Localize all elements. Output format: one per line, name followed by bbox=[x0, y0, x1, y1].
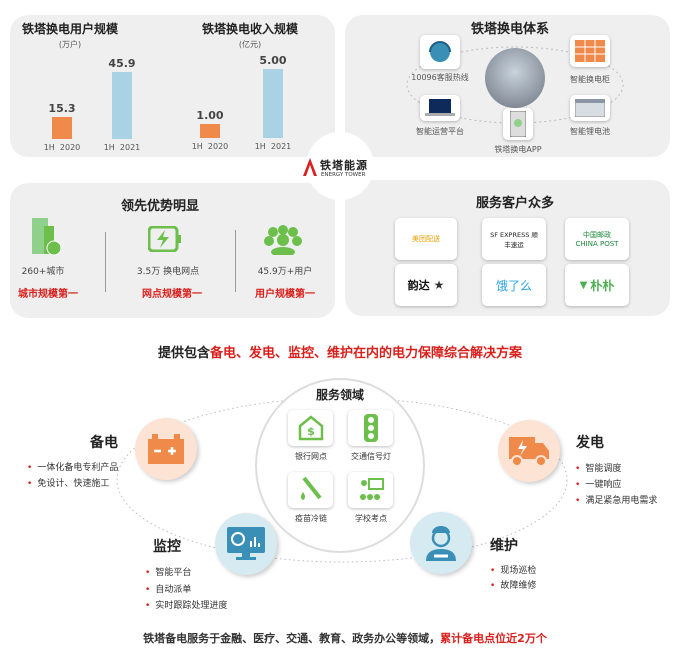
chart-title: 铁塔换电收入规模 bbox=[201, 22, 299, 36]
chart-title: 铁塔换电用户规模 bbox=[21, 22, 119, 36]
footer-summary: 铁塔备电服务于金融、医疗、交通、教育、政务办公等领域，累计备电点位近2万个 bbox=[143, 632, 547, 645]
power-truck-icon bbox=[509, 437, 549, 467]
system-label-cabinet: 智能换电柜 bbox=[570, 75, 610, 84]
chart-bar bbox=[200, 124, 220, 138]
chart-bar bbox=[263, 69, 283, 138]
rider-photo bbox=[485, 48, 545, 108]
customer-logo-meituan: 美团配送 bbox=[395, 218, 457, 260]
monitor-dashboard-icon bbox=[227, 527, 265, 560]
generate-bullet: •一键响应 bbox=[575, 480, 622, 490]
tower-logo-icon bbox=[303, 158, 317, 176]
backup-node bbox=[135, 418, 197, 480]
advantage-value-stations: 3.5万 换电网点 bbox=[136, 267, 200, 277]
brand-logo: 铁塔能源 ENERGY TOWER bbox=[300, 155, 380, 185]
bank-icon: $ bbox=[298, 415, 323, 441]
domain-tile-traffic bbox=[348, 410, 393, 446]
logo-circle bbox=[306, 132, 374, 200]
chart-bar bbox=[112, 72, 132, 139]
advantages-title: 领先优势明显 bbox=[120, 199, 200, 214]
brand-name: 铁塔能源 bbox=[320, 159, 368, 172]
generate-node bbox=[498, 420, 560, 482]
monitor-bullet: •智能平台 bbox=[145, 568, 192, 578]
customer-logo-eleme: 饿了么 bbox=[482, 264, 546, 306]
backup-title: 备电 bbox=[90, 435, 118, 451]
customer-logo-chinapost: 中国邮政 CHINA POST bbox=[565, 218, 629, 260]
city-building-icon bbox=[32, 218, 62, 256]
backup-bullet: •免设计、快速施工 bbox=[27, 479, 110, 489]
chart-x-tick: 1H 2020 bbox=[43, 143, 81, 152]
domain-label-bank: 银行网点 bbox=[295, 452, 327, 461]
chart-data-label: 5.00 bbox=[259, 54, 287, 67]
advantage-rank-cities: 城市规模第一 bbox=[18, 289, 78, 300]
domain-tile-vaccine bbox=[288, 472, 333, 508]
battery-icon bbox=[148, 434, 184, 464]
system-label-battery: 智能锂电池 bbox=[570, 127, 610, 136]
classroom-icon bbox=[359, 478, 384, 500]
maintain-node bbox=[410, 512, 472, 574]
laptop-icon bbox=[425, 99, 455, 116]
monitor-node bbox=[215, 513, 277, 575]
domain-label-traffic: 交通信号灯 bbox=[351, 452, 391, 461]
system-item-platform bbox=[420, 95, 460, 121]
service-dotted-ring bbox=[116, 397, 568, 563]
system-label-platform: 智能运营平台 bbox=[416, 127, 464, 136]
chart-data-label: 15.3 bbox=[48, 101, 76, 115]
advantage-rank-users: 用户规模第一 bbox=[255, 289, 315, 300]
battery-charge-icon bbox=[148, 226, 181, 252]
advantage-rank-stations: 网点规模第一 bbox=[142, 289, 202, 300]
headset-icon bbox=[429, 41, 451, 62]
customer-logo-yunda: 韵达★ bbox=[395, 264, 457, 306]
traffic-light-icon bbox=[363, 414, 378, 442]
battery-cabinet-icon bbox=[575, 40, 605, 62]
system-title: 铁塔换电体系 bbox=[470, 22, 550, 37]
backup-bullet: •一体化备电专利产品 bbox=[27, 463, 119, 473]
generate-title: 发电 bbox=[576, 435, 604, 451]
chart-data-label: 1.00 bbox=[196, 109, 224, 123]
maintain-title: 维护 bbox=[490, 538, 518, 554]
maintain-bullet: •现场巡检 bbox=[490, 566, 537, 576]
chart-x-tick: 1H 2020 bbox=[191, 142, 229, 151]
vaccine-icon bbox=[300, 476, 322, 500]
customers-title: 服务客户众多 bbox=[475, 196, 555, 211]
domain-tile-school bbox=[348, 472, 393, 508]
star-icon: ★ bbox=[433, 278, 445, 292]
svg-text:$: $ bbox=[307, 425, 315, 438]
generate-bullet: •满足紧急用电需求 bbox=[575, 496, 658, 506]
system-item-battery bbox=[570, 95, 610, 121]
chart-unit: (亿元) bbox=[238, 40, 262, 49]
domain-tile-bank: $ bbox=[288, 410, 333, 446]
domain-label-school: 学校考点 bbox=[355, 514, 387, 523]
system-label-app: 铁塔换电APP bbox=[494, 145, 542, 154]
maintain-bullet: •故障维修 bbox=[490, 581, 537, 591]
advantage-value-users: 45.9万+用户 bbox=[257, 267, 313, 277]
brand-subtitle: ENERGY TOWER bbox=[321, 172, 366, 178]
advantage-value-cities: 260+城市 bbox=[21, 267, 65, 277]
domain-label-vaccine: 疫苗冷链 bbox=[295, 514, 327, 523]
phone-app-icon bbox=[510, 111, 526, 137]
chart-data-label: 45.9 bbox=[108, 57, 136, 70]
service-domain-circle bbox=[255, 378, 425, 553]
users-group-icon bbox=[264, 225, 302, 255]
monitor-bullet: •自动派单 bbox=[145, 585, 192, 595]
lithium-battery-icon bbox=[575, 99, 605, 117]
monitor-bullet: •实时跟踪处理进度 bbox=[145, 601, 228, 611]
customer-logo-sf: SF EXPRESS 顺丰速运 bbox=[482, 218, 546, 260]
divider bbox=[235, 230, 236, 292]
monitor-title: 监控 bbox=[153, 539, 181, 555]
chart-x-tick: 1H 2021 bbox=[254, 142, 292, 151]
divider bbox=[105, 232, 106, 292]
chart-x-tick: 1H 2021 bbox=[103, 143, 141, 152]
system-item-cabinet bbox=[570, 35, 610, 67]
technician-icon bbox=[426, 526, 456, 561]
customer-logo-pupu: ▼朴朴 bbox=[565, 264, 629, 306]
domains-title: 服务领域 bbox=[315, 388, 365, 402]
system-item-app bbox=[503, 108, 533, 140]
system-item-hotline bbox=[420, 35, 460, 69]
chart-unit: (万户) bbox=[58, 40, 82, 49]
generate-bullet: •智能调度 bbox=[575, 464, 622, 474]
bird-icon: ▼ bbox=[579, 279, 588, 291]
chart-bar bbox=[52, 116, 72, 139]
solution-headline: 提供包含备电、发电、监控、维护在内的电力保障综合解决方案 bbox=[157, 346, 523, 361]
system-label-hotline: 10096客服热线 bbox=[411, 73, 469, 82]
